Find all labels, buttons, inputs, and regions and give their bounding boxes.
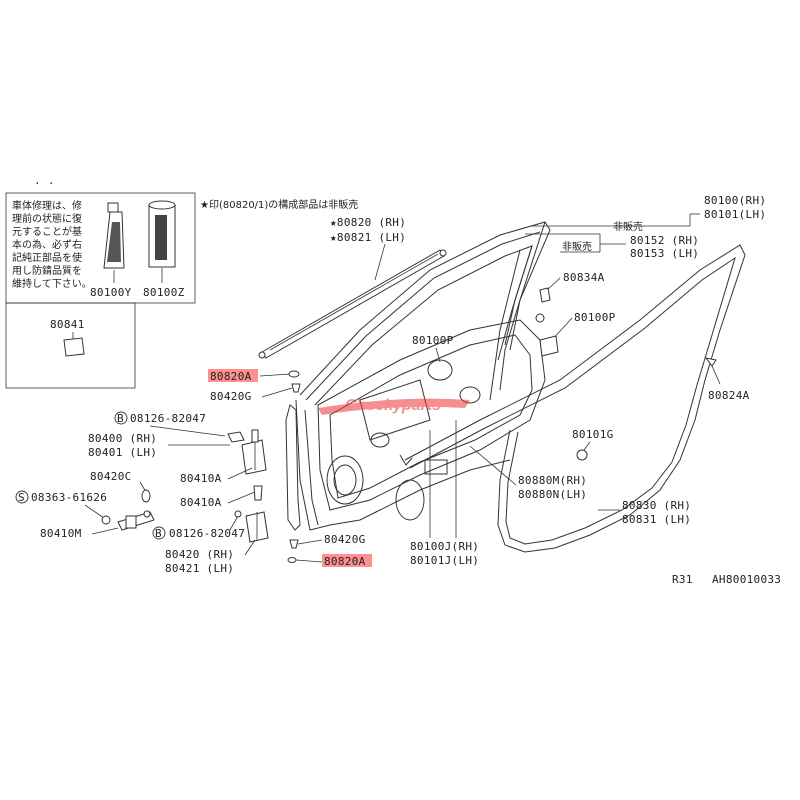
bolt-prefix-b-top: B	[114, 411, 128, 425]
hanbai-label-1: 非販売	[613, 220, 643, 233]
label-80420-rh: 80420 (RH)	[165, 548, 234, 561]
bracket-80100p-icon	[539, 335, 559, 357]
tube-part-label: 80100Y	[90, 286, 132, 299]
clip-part-label: 80841	[50, 318, 85, 331]
label-80410a-b: 80410A	[180, 496, 222, 509]
label-80100p-a: 80100P	[574, 311, 616, 324]
highlight-80820a-top	[208, 369, 258, 382]
label-80410m: 80410M	[40, 527, 82, 540]
label-80820a-bottom: 80820A	[324, 555, 366, 568]
svg-text:B: B	[117, 412, 124, 425]
footer-code: AH80010033	[712, 573, 781, 586]
label-80820-rh: ★80820 (RH)	[330, 216, 406, 229]
label-08363-61626: 08363-61626	[31, 491, 107, 504]
screw-prefix-s: S	[15, 490, 29, 504]
label-80831-lh: 80831 (LH)	[622, 513, 691, 526]
label-08126-82047-bottom: 08126-82047	[169, 527, 245, 540]
clip-80834a-lower-icon	[535, 313, 545, 323]
note-line-2: 理前の状態に復	[12, 212, 82, 225]
pin-80410a-icon	[253, 485, 263, 501]
label-80410a-a: 80410A	[180, 472, 222, 485]
plug-80420g-top-icon	[291, 383, 301, 393]
hanbai-label-2: 非販売	[562, 240, 592, 253]
label-80101j-lh: 80101J(LH)	[410, 554, 479, 567]
label-80101g: 80101G	[572, 428, 614, 441]
plug-80420g-bottom-icon	[289, 539, 299, 549]
label-80880n-lh: 80880N(LH)	[518, 488, 587, 501]
svg-text:B: B	[155, 527, 162, 540]
label-80420g-top: 80420G	[210, 390, 252, 403]
label-80400-rh: 80400 (RH)	[88, 432, 157, 445]
label-80820a-top: 80820A	[210, 370, 252, 383]
note-line-7: 維持して下さい。	[12, 277, 92, 290]
window-moulding-strip	[258, 249, 447, 359]
label-80420g-bottom: 80420G	[324, 533, 366, 546]
label-80880m-rh: 80880M(RH)	[518, 474, 587, 487]
cap-80420c-icon	[141, 489, 151, 503]
bolt-prefix-b-bottom: B	[152, 526, 166, 540]
door-check-link-icon	[117, 510, 155, 531]
clip-80834a-icon	[539, 287, 551, 303]
label-80100j-rh: 80100J(RH)	[410, 540, 479, 553]
sealant-tube-icon	[103, 202, 125, 283]
label-80421-lh: 80421 (LH)	[165, 562, 234, 575]
label-80824a: 80824A	[708, 389, 750, 402]
clip-pad-icon	[63, 337, 85, 357]
label-80100-rh: 80100(RH)	[704, 194, 766, 207]
header-dots: . .	[34, 174, 55, 187]
note-line-3: 元することが基	[12, 225, 82, 238]
svg-text:S: S	[18, 491, 25, 504]
bolt-bottom-icon	[234, 510, 242, 518]
lower-hinge-icon	[245, 511, 269, 543]
footer-model: R31	[672, 573, 693, 586]
grommet-80820a-bottom-icon	[287, 557, 297, 563]
upper-hinge-icon	[227, 429, 267, 475]
spray-can-icon	[148, 200, 176, 283]
label-80152-rh: 80152 (RH)	[630, 234, 699, 247]
note-line-5: 記純正部品を使	[12, 251, 82, 264]
clip-80101g-icon	[576, 449, 588, 461]
label-80401-lh: 80401 (LH)	[88, 446, 157, 459]
not-sold-note: ★印(80820/1)の構成部品は非販売	[200, 198, 358, 211]
label-80821-lh: ★80821 (LH)	[330, 231, 406, 244]
door-assembly	[285, 221, 551, 531]
note-line-1: 車体修理は、修	[12, 199, 82, 212]
label-80420c: 80420C	[90, 470, 132, 483]
note-line-6: 用し防錆品質を	[12, 264, 82, 277]
watermark-logo: Cheekyparts	[318, 397, 470, 415]
label-80101-lh: 80101(LH)	[704, 208, 766, 221]
can-part-label: 80100Z	[143, 286, 185, 299]
screw-08363-icon	[101, 515, 111, 525]
clip-80824a-icon	[704, 357, 717, 367]
clip-box: 80841	[5, 302, 136, 389]
label-80100p-b: 80100P	[412, 334, 454, 347]
grommet-80820a-top-icon	[288, 370, 300, 378]
label-80153-lh: 80153 (LH)	[630, 247, 699, 260]
note-line-4: 本の為、必ず右	[12, 238, 82, 251]
watermark-text: Cheekyparts	[345, 397, 441, 414]
label-80830-rh: 80830 (RH)	[622, 499, 691, 512]
highlight-80820a-bottom	[322, 554, 372, 567]
note-box: 車体修理は、修 理前の状態に復 元することが基 本の為、必ず右 記純正部品を使 …	[5, 192, 196, 304]
door-weatherstrip	[399, 244, 746, 553]
label-80834a: 80834A	[563, 271, 605, 284]
label-08126-82047-top: 08126-82047	[130, 412, 206, 425]
